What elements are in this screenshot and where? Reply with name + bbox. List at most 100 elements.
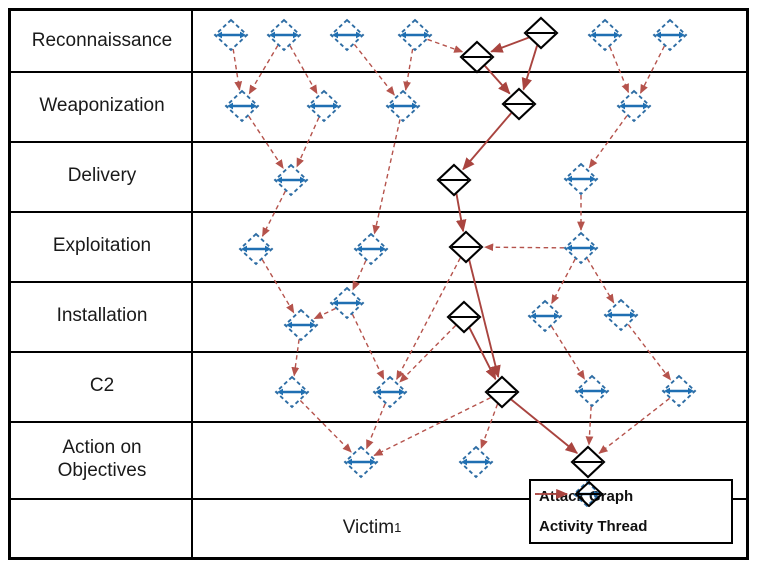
phase-label-installation: Installation <box>56 304 148 326</box>
edge-r1f-r2d <box>639 45 666 94</box>
activity-thread-node[interactable] <box>523 16 559 50</box>
edge-r1d-t2 <box>427 38 464 53</box>
phase-label-blank <box>11 498 193 563</box>
legend: Attack Graph Activity Thread <box>529 479 733 544</box>
row-separator <box>11 211 746 213</box>
edge-r6a-r7a <box>299 400 352 453</box>
edge-t1-t2 <box>490 36 529 53</box>
edge-t5-t7 <box>468 259 501 379</box>
attack-graph-node[interactable] <box>353 232 389 266</box>
attack-graph-node[interactable] <box>329 286 365 320</box>
legend-label-activity-thread: Activity Thread <box>539 518 648 536</box>
attack-graph-node[interactable] <box>616 89 652 123</box>
edge-r1a-r2a <box>232 48 243 91</box>
graph-svg <box>213 16 697 479</box>
row-separator <box>11 421 746 423</box>
graph-canvas <box>193 11 746 557</box>
victim-text: Victim <box>342 516 395 538</box>
attack-graph-node[interactable] <box>343 445 379 479</box>
attack-graph-node[interactable] <box>563 162 599 196</box>
attack-graph-node[interactable] <box>563 231 599 265</box>
phase-label-exploitation: Exploitation <box>52 234 152 256</box>
edge-r5d-r6d <box>627 324 672 381</box>
edge-r4c-r5d <box>586 258 615 304</box>
edge-r1b-r2a <box>248 45 279 95</box>
phase-label-delivery: Delivery <box>67 164 137 186</box>
node-layer <box>213 16 697 479</box>
edge-t2-t3 <box>484 65 511 95</box>
phase-label-column <box>11 11 193 557</box>
edge-r4c-r5c <box>551 258 576 305</box>
attack-graph-node[interactable] <box>385 89 421 123</box>
attack-graph-node[interactable] <box>238 232 274 266</box>
legend-activity-thread-icon <box>535 481 604 507</box>
edge-r6d-t8 <box>598 397 670 454</box>
edge-t4-t5 <box>455 193 467 233</box>
attack-graph-node[interactable] <box>306 89 342 123</box>
edge-r2a-r3a <box>248 115 284 169</box>
attack-graph-node[interactable] <box>213 18 249 52</box>
edge-r5b-r5a <box>313 307 336 320</box>
edge-r6b-r7a <box>365 403 386 450</box>
edge-r1c-r2c <box>353 43 395 96</box>
row-separator <box>11 281 746 283</box>
attack-graph-node[interactable] <box>397 18 433 52</box>
attack-graph-node[interactable] <box>527 299 563 333</box>
row-separator <box>11 141 746 143</box>
activity-thread-node[interactable] <box>484 375 520 409</box>
attack-graph-node[interactable] <box>661 374 697 408</box>
activity-thread-node[interactable] <box>436 163 472 197</box>
victim-subscript: 1 <box>394 520 402 535</box>
phase-label-c: C2 <box>89 374 115 396</box>
activity-thread-node[interactable] <box>446 300 482 334</box>
edge-t7-r7a <box>373 397 491 457</box>
activity-thread-node[interactable] <box>448 230 484 264</box>
edge-r3a-r4a <box>261 190 287 237</box>
attack-graph-node[interactable] <box>274 375 310 409</box>
attack-graph-node[interactable] <box>458 445 494 479</box>
row-separator <box>11 71 746 73</box>
edge-t1-t3 <box>521 45 539 91</box>
edge-r6c-t8 <box>585 406 594 446</box>
edge-t3-t4 <box>462 112 512 171</box>
legend-item-activity-thread: Activity Thread <box>531 481 731 543</box>
activity-thread-node[interactable] <box>459 40 495 74</box>
attack-graph-node[interactable] <box>652 18 688 52</box>
edge-t7-t8 <box>510 398 578 454</box>
attack-graph-node[interactable] <box>372 375 408 409</box>
edge-r1b-r2b <box>289 45 318 95</box>
attack-graph-node[interactable] <box>283 308 319 342</box>
attack-graph-node[interactable] <box>224 89 260 123</box>
edge-r2d-r3b <box>588 115 628 169</box>
edge-r1e-r2d <box>609 46 630 94</box>
row-separator <box>11 498 746 500</box>
edge-t6-r6b <box>399 325 457 383</box>
activity-thread-node[interactable] <box>570 445 606 479</box>
edge-r5a-r6a <box>291 339 300 377</box>
edge-r5b-r6b <box>351 313 385 380</box>
edge-r2c-r4b <box>372 119 401 235</box>
phase-label-reconnaissance: Reconnaissance <box>31 29 173 51</box>
edge-r5c-r6c <box>550 325 586 380</box>
attack-graph-node[interactable] <box>574 374 610 408</box>
attack-graph-node[interactable] <box>587 18 623 52</box>
edge-layer <box>232 36 672 457</box>
edge-r1d-r2c <box>403 48 414 91</box>
edge-t5-r6b <box>396 257 461 381</box>
activity-thread-node[interactable] <box>501 87 537 121</box>
edge-r4c-t5 <box>484 243 565 252</box>
edge-r4a-r5a <box>261 259 295 314</box>
attack-graph-node[interactable] <box>266 18 302 52</box>
attack-graph-node[interactable] <box>273 163 309 197</box>
edge-r2b-r3a <box>296 117 320 168</box>
attack-graph-node[interactable] <box>603 298 639 332</box>
edge-t7-r7b <box>480 403 499 449</box>
phase-label-weaponization: Weaponization <box>39 94 165 116</box>
row-separator <box>11 351 746 353</box>
attack-graph-node[interactable] <box>329 18 365 52</box>
edge-r4b-r5b <box>352 260 367 291</box>
